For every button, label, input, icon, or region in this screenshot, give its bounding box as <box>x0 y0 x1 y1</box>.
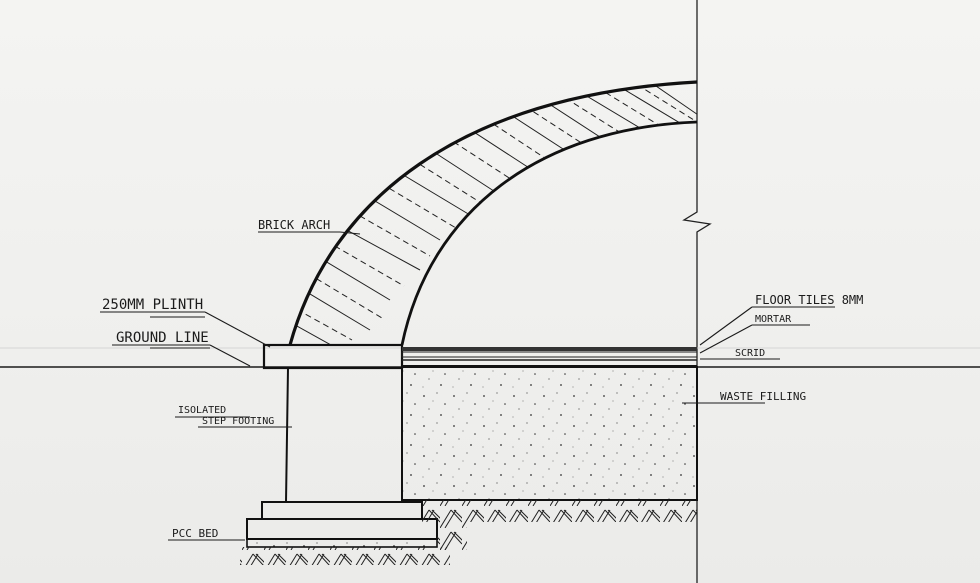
centre-line <box>682 0 712 583</box>
label-screed: SCRID <box>735 348 765 359</box>
label-mortar: MORTAR <box>755 314 792 325</box>
brick-arch <box>288 80 698 346</box>
label-waste-filling: WASTE FILLING <box>720 390 806 403</box>
label-step-footing: STEP FOOTING <box>202 416 274 427</box>
waste-filling <box>401 366 698 501</box>
label-plinth: 250MM PLINTH <box>102 297 203 313</box>
label-brick-arch: BRICK ARCH <box>258 218 330 232</box>
earth-hatch <box>240 500 697 565</box>
label-ground-line: GROUND LINE <box>116 330 209 346</box>
label-isolated: ISOLATED <box>178 405 226 416</box>
floor-layers <box>401 347 698 367</box>
plinth <box>262 343 404 370</box>
pcc-bed <box>246 538 438 548</box>
label-pcc-bed: PCC BED <box>172 527 218 540</box>
label-floor-tiles: FLOOR TILES 8MM <box>755 293 863 307</box>
